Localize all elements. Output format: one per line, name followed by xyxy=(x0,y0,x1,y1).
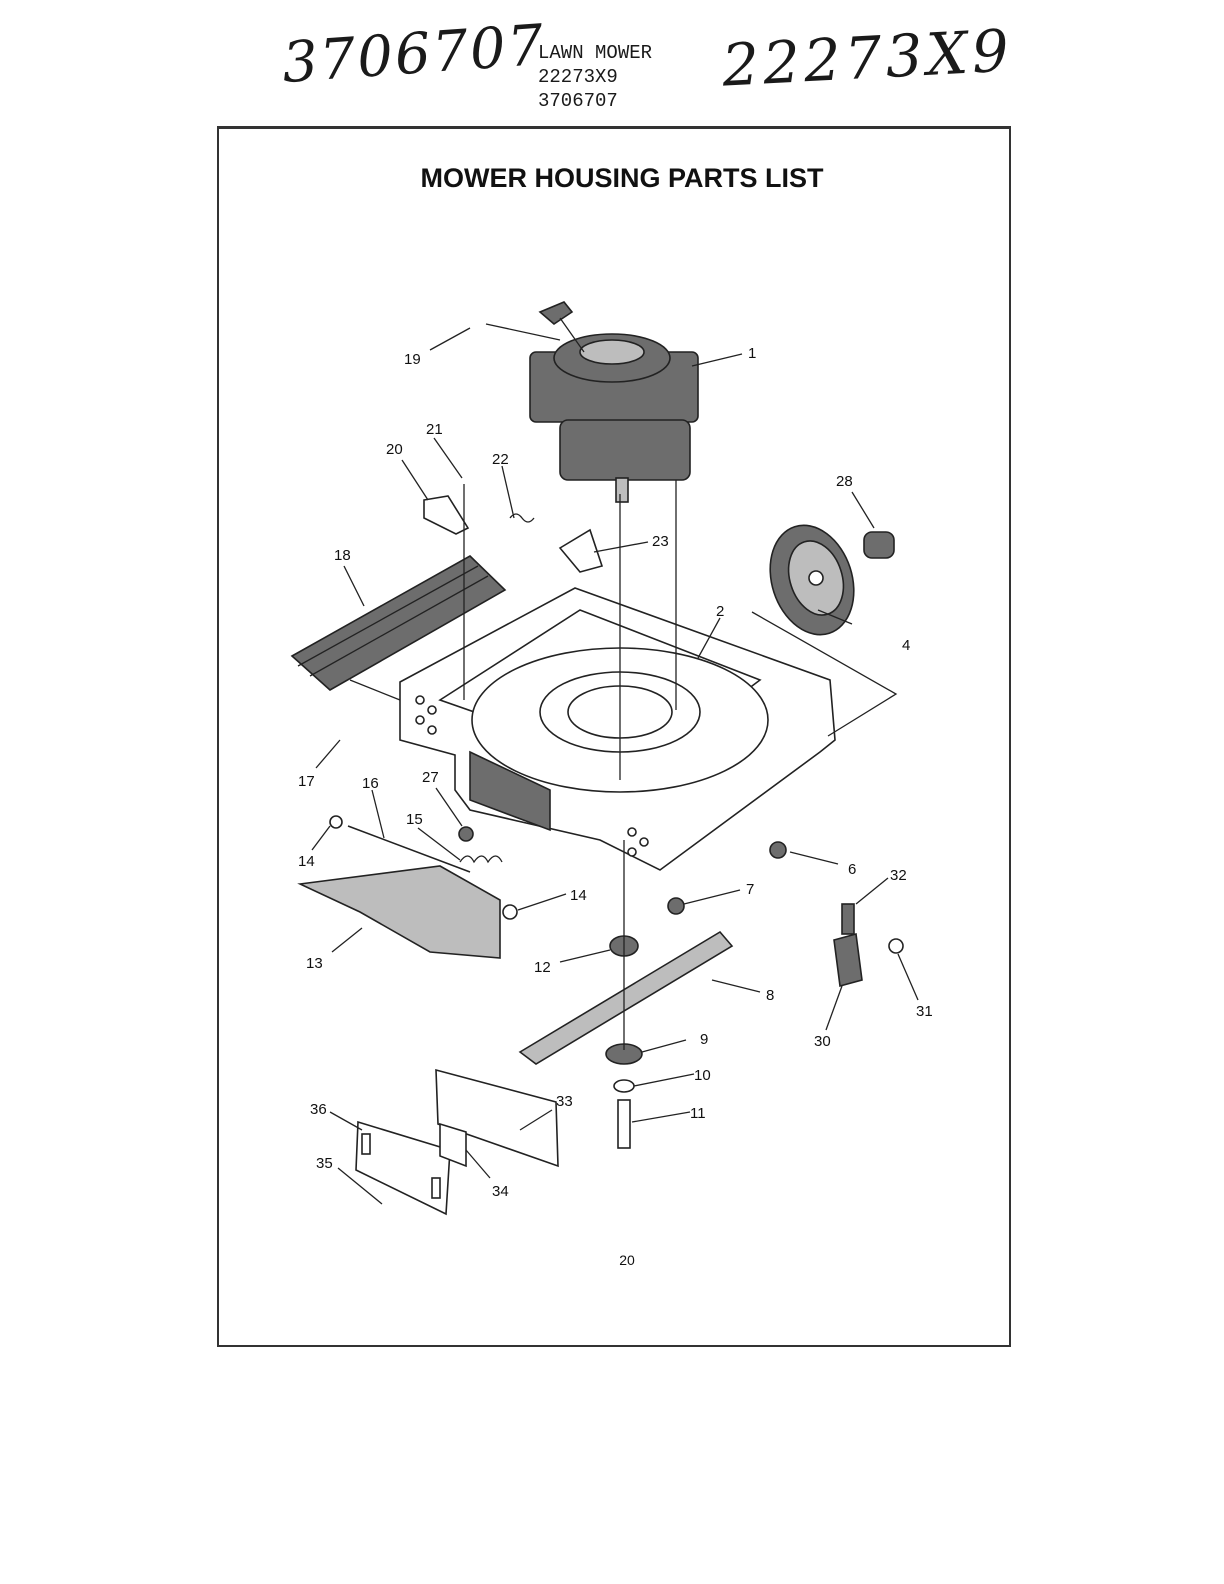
callout-9: 9 xyxy=(700,1031,708,1048)
callout-14-upper: 14 xyxy=(298,853,315,870)
callout-2: 2 xyxy=(716,603,724,620)
height-adjuster-part xyxy=(833,903,904,988)
callout-leaders xyxy=(311,323,919,1205)
mulch-plate-part xyxy=(355,1068,559,1216)
callout-17: 17 xyxy=(298,773,315,790)
callout-1: 1 xyxy=(748,345,756,362)
callout-12: 12 xyxy=(534,959,551,976)
callout-23: 23 xyxy=(652,533,669,550)
callout-11: 11 xyxy=(690,1105,706,1122)
rear-door-part xyxy=(297,865,501,959)
callout-18: 18 xyxy=(334,547,351,564)
callout-14-lower: 14 xyxy=(570,887,587,904)
callout-28: 28 xyxy=(836,473,853,490)
hinge-brackets xyxy=(423,484,604,573)
door-rod-and-spring xyxy=(329,815,518,920)
callout-8: 8 xyxy=(766,987,774,1004)
callout-21: 21 xyxy=(426,421,443,438)
callout-4: 4 xyxy=(902,637,910,654)
callout-13: 13 xyxy=(306,955,323,972)
blade-assembly xyxy=(458,826,787,1149)
callout-16: 16 xyxy=(362,775,379,792)
callout-15: 15 xyxy=(406,811,423,828)
page-frame xyxy=(217,126,1011,1347)
callout-6: 6 xyxy=(848,861,856,878)
assembly-lines xyxy=(349,480,898,1050)
callout-20: 20 xyxy=(386,441,403,458)
callout-30: 30 xyxy=(814,1033,831,1050)
callout-7: 7 xyxy=(746,881,754,898)
page-number: 20 xyxy=(619,1252,635,1268)
callout-36: 36 xyxy=(310,1101,327,1118)
callout-27: 27 xyxy=(422,769,439,786)
callout-34: 34 xyxy=(492,1183,509,1200)
engine-part xyxy=(529,301,699,503)
callout-labels: 1 2 4 6 7 8 9 10 11 12 13 14 14 15 16 17… xyxy=(298,345,933,1200)
typed-part-number: 3706707 xyxy=(538,90,618,112)
page-title: MOWER HOUSING PARTS LIST xyxy=(420,163,824,193)
rear-flap-part xyxy=(290,555,507,691)
typed-model-number: 22273X9 xyxy=(538,66,618,88)
callout-31: 31 xyxy=(916,1003,933,1020)
callout-10: 10 xyxy=(694,1067,711,1084)
callout-33: 33 xyxy=(556,1093,573,1110)
callout-32: 32 xyxy=(890,867,907,884)
callout-35: 35 xyxy=(316,1155,333,1172)
wheel-part xyxy=(769,524,895,636)
callout-22: 22 xyxy=(492,451,509,468)
typed-product-name: LAWN MOWER xyxy=(538,42,653,64)
callout-19: 19 xyxy=(404,351,421,368)
